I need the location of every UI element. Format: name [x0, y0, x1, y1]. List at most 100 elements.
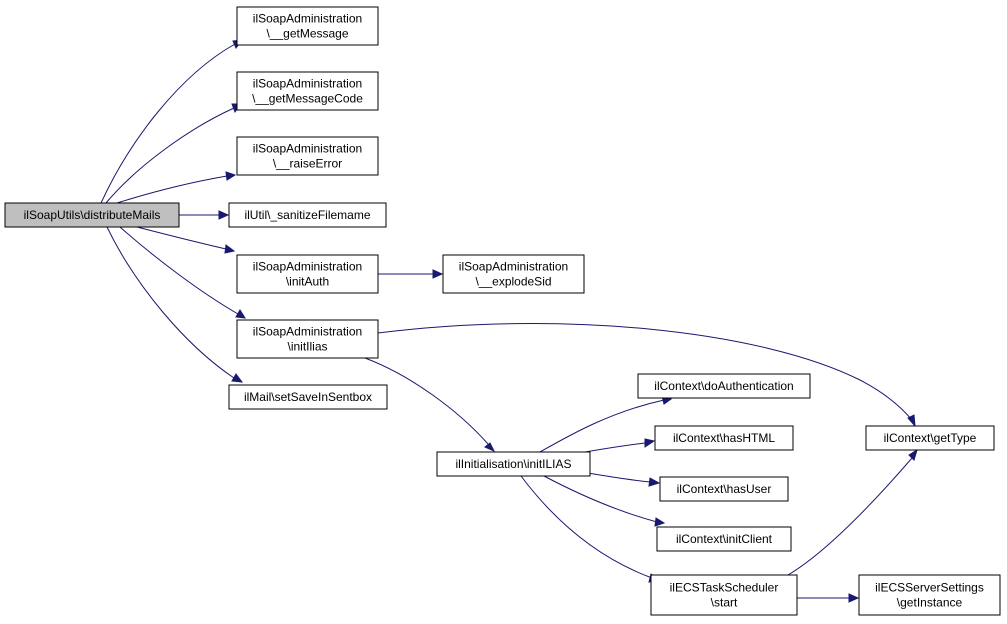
edge-arrowhead — [432, 269, 444, 279]
node-box[interactable] — [865, 425, 995, 451]
edge-arrowhead — [231, 373, 244, 383]
edge-arrowhead — [848, 593, 860, 603]
node-label-line: \initAuth — [286, 275, 329, 289]
edge-line — [543, 475, 658, 523]
node-label-line: ilECSServerSettings — [875, 581, 984, 595]
node-label-line: ilSoapAdministration — [253, 260, 362, 274]
node-box[interactable] — [650, 574, 798, 616]
node-label-line: \__explodeSid — [475, 275, 551, 289]
node-getMessage[interactable]: ilSoapAdministration\__getMessage — [236, 6, 379, 46]
edge-initILIAS-to-doAuthentication — [539, 395, 673, 453]
node-getInstance[interactable]: ilECSServerSettings\getInstance — [858, 574, 1001, 616]
node-doAuthentication[interactable]: ilContext\doAuthentication — [637, 373, 811, 399]
node-label-line: ilContext\hasUser — [677, 482, 772, 496]
node-label-line: \__raiseError — [273, 157, 342, 171]
edge-line — [377, 323, 913, 421]
node-initAuth[interactable]: ilSoapAdministration\initAuth — [236, 254, 379, 294]
edge-arrowhead — [484, 442, 496, 453]
edge-line — [116, 175, 228, 204]
edge-taskStart-to-getType — [787, 448, 918, 576]
edge-line — [136, 226, 227, 250]
edge-root-to-initIlias — [119, 226, 246, 319]
node-explodeSid[interactable]: ilSoapAdministration\__explodeSid — [442, 254, 585, 294]
node-initILIAS[interactable]: ilInitialisation\initILIAS — [436, 451, 591, 477]
edge-line — [364, 357, 489, 445]
node-box[interactable] — [236, 254, 379, 294]
edge-root-to-getMessageCode — [105, 103, 242, 204]
edge-arrowhead — [224, 244, 236, 254]
edge-initAuth-to-explodeSid — [378, 269, 444, 279]
node-label-line: ilSoapAdministration — [253, 142, 362, 156]
node-box[interactable] — [228, 202, 387, 228]
node-raiseError[interactable]: ilSoapAdministration\__raiseError — [236, 136, 379, 176]
edge-root-to-sanitizeFilemame — [179, 210, 230, 220]
node-label-line: ilContext\doAuthentication — [654, 379, 793, 393]
node-label-line: \getInstance — [897, 596, 963, 610]
edge-line — [100, 43, 236, 204]
edge-line — [520, 475, 653, 579]
edge-arrowhead — [225, 171, 237, 181]
node-box[interactable] — [228, 384, 388, 410]
node-label-line: \__getMessageCode — [252, 92, 363, 106]
node-label-line: ilContext\getType — [884, 431, 977, 445]
edge-arrowhead — [654, 517, 666, 527]
node-taskStart[interactable]: ilECSTaskScheduler\start — [650, 574, 798, 616]
node-setSaveInSentbox[interactable]: ilMail\setSaveInSentbox — [228, 384, 388, 410]
edge-line — [787, 457, 913, 576]
edge-initILIAS-to-taskStart — [520, 475, 662, 583]
edge-root-to-raiseError — [116, 171, 237, 204]
edge-root-to-getMessage — [100, 39, 244, 204]
edge-initIlias-to-initILIAS — [364, 357, 496, 453]
node-getMessageCode[interactable]: ilSoapAdministration\__getMessageCode — [236, 71, 379, 111]
edge-arrowhead — [908, 448, 918, 461]
node-root[interactable]: ilSoapUtils\distributeMails — [4, 202, 180, 228]
edge-initILIAS-to-initClient — [543, 475, 666, 527]
edge-line — [119, 226, 239, 315]
node-label-line: ilSoapAdministration — [253, 77, 362, 91]
node-label-line: ilUtil\_sanitizeFilemame — [244, 208, 370, 222]
node-initClient[interactable]: ilContext\initClient — [656, 526, 792, 552]
edge-line — [105, 107, 235, 204]
node-box[interactable] — [858, 574, 1001, 616]
node-box[interactable] — [236, 319, 379, 359]
node-label-line: ilSoapUtils\distributeMails — [24, 208, 161, 222]
edge-root-to-initAuth — [136, 226, 236, 254]
edge-initIlias-to-getType — [377, 323, 916, 428]
edge-arrowhead — [907, 414, 916, 428]
node-hasUser[interactable]: ilContext\hasUser — [659, 476, 789, 502]
node-getType[interactable]: ilContext\getType — [865, 425, 995, 451]
edge-line — [106, 226, 235, 379]
node-box[interactable] — [442, 254, 585, 294]
node-label-line: ilContext\initClient — [676, 532, 773, 546]
node-label-line: ilSoapAdministration — [459, 260, 568, 274]
node-hasHTML[interactable]: ilContext\hasHTML — [654, 425, 794, 451]
node-box[interactable] — [654, 425, 794, 451]
node-label-line: ilContext\hasHTML — [673, 431, 775, 445]
node-label-line: \start — [711, 596, 738, 610]
nodes-layer: ilSoapUtils\distributeMails ilSoapAdminis… — [4, 6, 1001, 616]
node-label-line: \initIlias — [287, 340, 327, 354]
node-label-line: ilInitialisation\initILIAS — [455, 457, 571, 471]
node-box[interactable] — [436, 451, 591, 477]
edge-arrowhead — [235, 309, 246, 319]
edge-arrowhead — [644, 438, 656, 448]
node-box[interactable] — [656, 526, 792, 552]
edge-line — [539, 399, 665, 453]
node-label-line: ilECSTaskScheduler — [670, 581, 779, 595]
node-box[interactable] — [637, 373, 811, 399]
node-box[interactable] — [4, 202, 180, 228]
node-box[interactable] — [236, 136, 379, 176]
node-label-line: \__getMessage — [266, 27, 348, 41]
node-box[interactable] — [236, 6, 379, 46]
node-initIlias[interactable]: ilSoapAdministration\initIlias — [236, 319, 379, 359]
node-label-line: ilSoapAdministration — [253, 325, 362, 339]
edge-root-to-setSaveInSentbox — [106, 226, 244, 383]
node-label-line: ilMail\setSaveInSentbox — [244, 390, 372, 404]
edge-arrowhead — [218, 210, 230, 220]
edges-layer — [100, 39, 918, 603]
node-box[interactable] — [659, 476, 789, 502]
node-sanitizeFilemame[interactable]: ilUtil\_sanitizeFilemame — [228, 202, 387, 228]
node-label-line: ilSoapAdministration — [253, 12, 362, 26]
node-box[interactable] — [236, 71, 379, 111]
